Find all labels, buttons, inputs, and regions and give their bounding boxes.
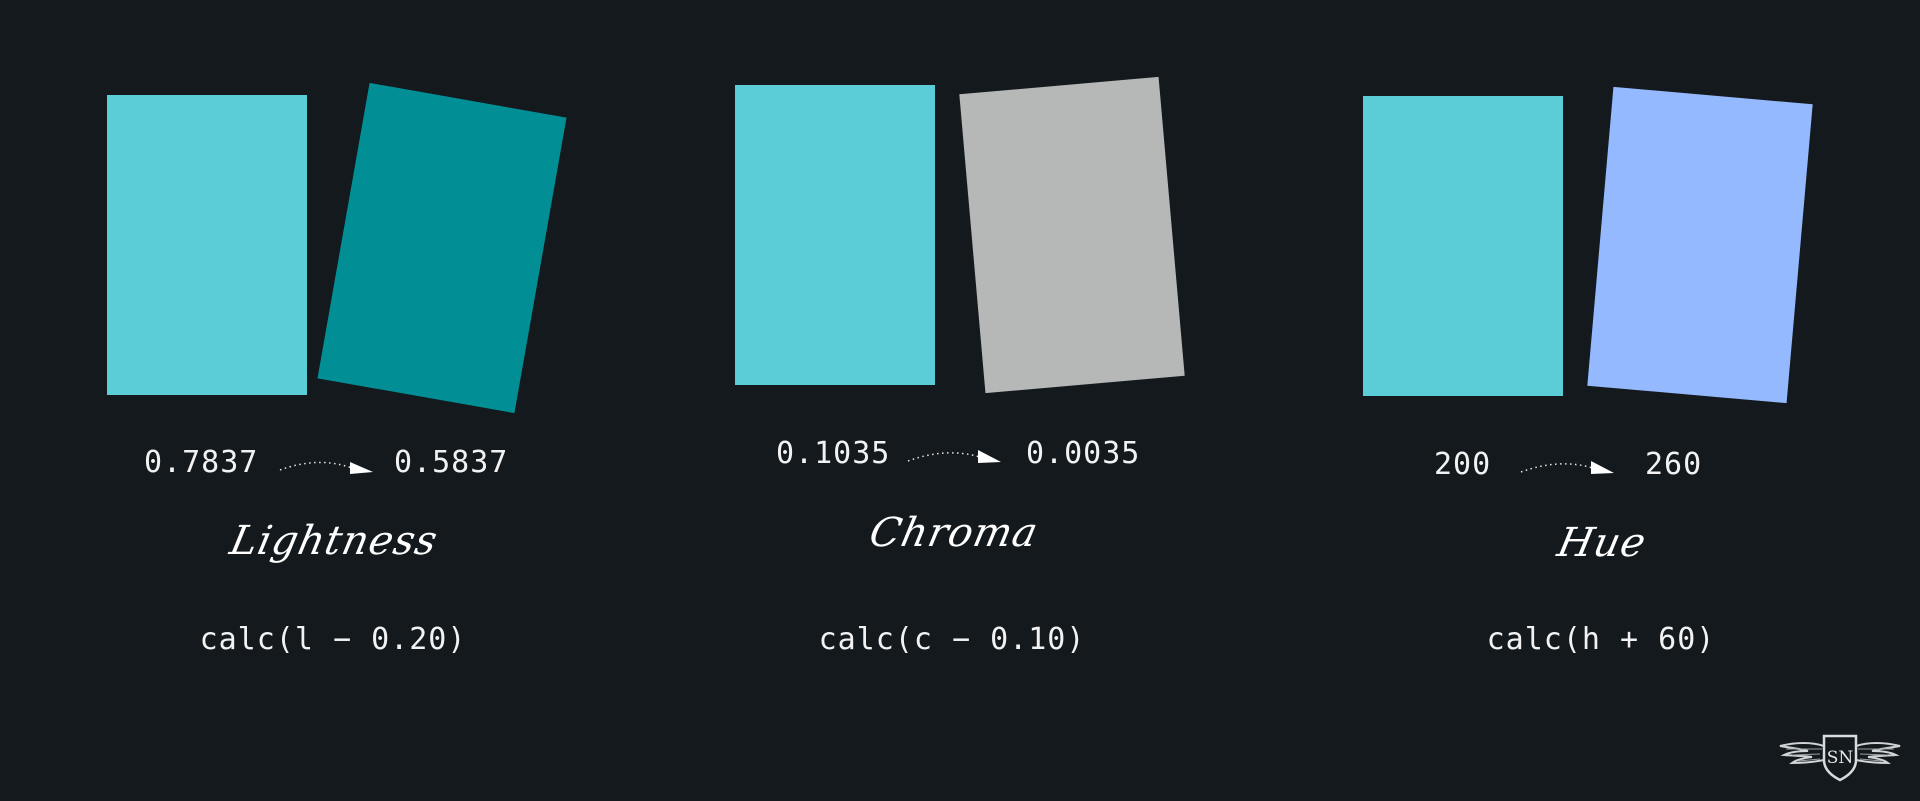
lightness-result-swatch (317, 82, 567, 414)
lightness-formula: calc(l − 0.20) (199, 622, 467, 657)
lightness-label: Lightness (225, 518, 443, 564)
logo-text: SN (1827, 748, 1854, 768)
chroma-original-swatch (735, 85, 935, 385)
lightness-to-value: 0.5837 (394, 445, 509, 480)
hue-formula: calc(h + 60) (1486, 622, 1716, 657)
hue-result-swatch (1587, 86, 1813, 404)
winged-shield-logo-icon: SN (1779, 734, 1901, 782)
hue-label: Hue (1553, 520, 1651, 566)
hue-arrow-icon (1520, 461, 1614, 474)
chroma-to-value: 0.0035 (1026, 436, 1141, 471)
chroma-result-swatch (959, 76, 1185, 394)
hue-from-value: 200 (1434, 447, 1492, 482)
hue-original-swatch (1363, 96, 1563, 396)
chroma-from-value: 0.1035 (776, 436, 891, 471)
chroma-formula: calc(c − 0.10) (818, 622, 1086, 657)
lightness-from-value: 0.7837 (144, 445, 259, 480)
lightness-arrow-icon (279, 461, 373, 474)
lightness-original-swatch (107, 95, 307, 395)
hue-to-value: 260 (1645, 447, 1703, 482)
chroma-label: Chroma (865, 510, 1043, 556)
chroma-arrow-icon (907, 450, 1001, 463)
